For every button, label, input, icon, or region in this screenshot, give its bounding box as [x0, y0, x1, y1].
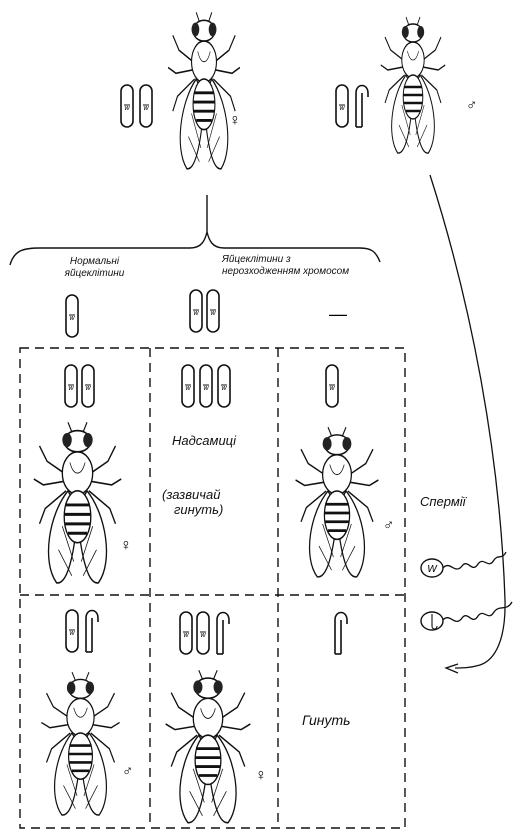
- male-fly-icon: [41, 672, 119, 815]
- superfemales-label: Надсамиці: [172, 434, 236, 449]
- male-parent: w ♂: [336, 17, 477, 153]
- offspring-xxy-female: w w ♀: [166, 612, 267, 823]
- sperm-label: Спермії: [420, 495, 466, 510]
- female-parent: w w ♀: [121, 12, 241, 169]
- nondisjunction-egg-xx: w w: [190, 290, 219, 332]
- normal-eggs-label-line2: яйцеклітини: [42, 268, 147, 280]
- offspring-y0: [335, 613, 347, 655]
- normal-eggs-label-line1: Нормальні: [42, 256, 147, 268]
- female-fly-icon: [166, 670, 251, 822]
- offspring-xxx-superfemale: w w w: [182, 365, 230, 407]
- offspring-xy-male: w ♂: [41, 610, 133, 815]
- female-symbol: ♀: [120, 537, 132, 554]
- usually-die-label-line1: (зазвичай: [162, 488, 223, 503]
- female-fly-icon: [34, 422, 121, 583]
- female-parent-fly-icon: [168, 12, 240, 169]
- sperm-y: [421, 602, 512, 630]
- male-fly-icon: [296, 427, 379, 577]
- usually-die-label-line2: гинуть): [162, 503, 223, 518]
- male-parent-fly-icon: [381, 17, 445, 153]
- nondisjunction-eggs-label-line1: Яйцеклітини з: [222, 254, 349, 266]
- female-symbol: ♀: [255, 767, 267, 784]
- normal-egg: w: [66, 295, 78, 337]
- offspring-x0-male: w ♂: [296, 365, 395, 577]
- normal-eggs-label: Нормальні яйцеклітини: [42, 256, 147, 279]
- offspring-xx-female: w w ♀: [34, 365, 132, 583]
- sperm-x: W: [421, 552, 506, 577]
- die-label: Гинуть: [302, 712, 351, 728]
- nondisjunction-eggs-label-line2: нерозходженням хромосом: [222, 266, 349, 278]
- nondisjunction-eggs-label: Яйцеклітини з нерозходженням хромосом: [222, 254, 349, 277]
- female-parent-chromosomes: w w: [121, 85, 152, 127]
- male-parent-chromosomes: w: [336, 85, 368, 127]
- sperm-allele-w: W: [427, 564, 438, 575]
- male-symbol: ♂: [122, 763, 133, 780]
- male-symbol: ♂: [466, 97, 477, 114]
- nullo-egg-mark: —: [329, 304, 347, 324]
- sperm-arrow: [430, 175, 505, 668]
- male-symbol: ♂: [383, 517, 394, 534]
- usually-die-label: (зазвичай гинуть): [162, 488, 223, 518]
- female-symbol: ♀: [229, 112, 241, 129]
